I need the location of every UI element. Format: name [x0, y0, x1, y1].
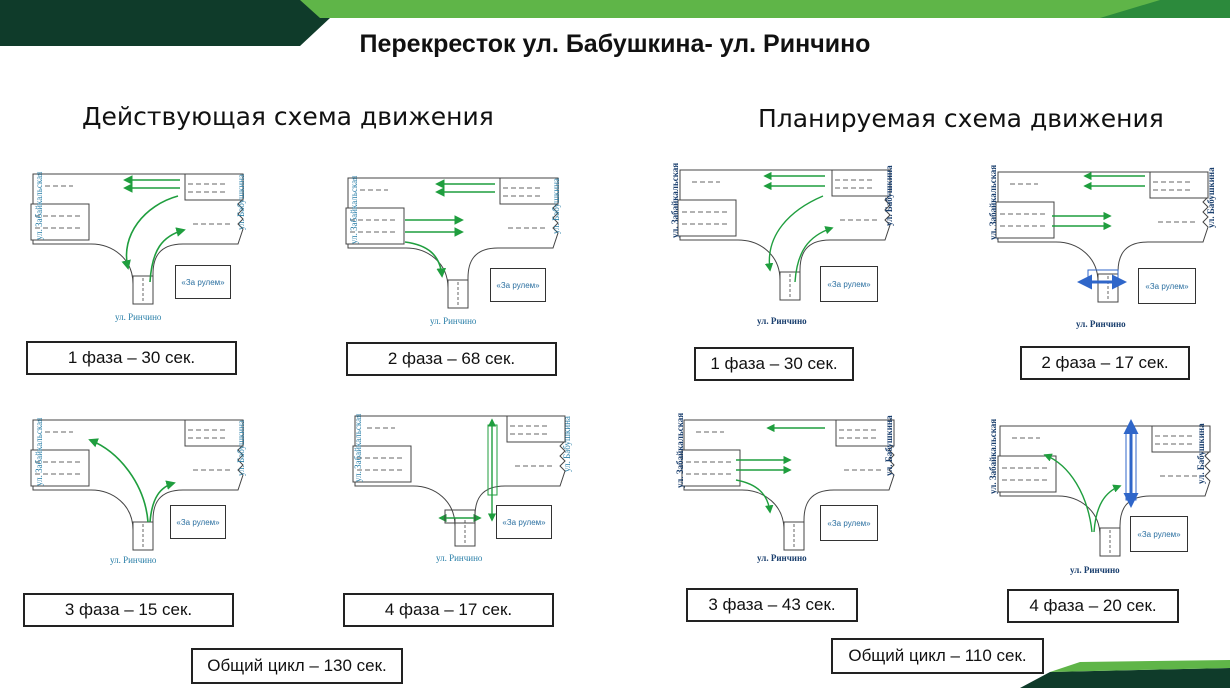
banner-bottom-dark [1020, 668, 1230, 688]
street-label-east: ул. Бабушкина [551, 178, 561, 234]
current-scheme-heading: Действующая схема движения [82, 102, 494, 131]
street-label-west: ул. Забайкальская [34, 171, 44, 240]
za-rulem-sign: «За рулем» [170, 505, 226, 539]
street-label-west: ул. Забайкальская [988, 418, 998, 494]
arrow-left-turn [764, 195, 824, 272]
street-label-south: ул. Ринчино [1070, 565, 1120, 575]
street-label-west: ул. Забайкальская [349, 175, 359, 244]
street-label-east: ул. Бабушкина [884, 415, 894, 476]
za-rulem-sign: «За рулем» [496, 505, 552, 539]
phase-box-current-3: 3 фаза – 15 сек. [23, 593, 234, 627]
banner-top-green [300, 0, 1230, 18]
arrow-right-turn [149, 480, 176, 523]
phase-box-planned-2: 2 фаза – 17 сек. [1020, 346, 1190, 380]
street-label-south: ул. Ринчино [757, 316, 807, 326]
banner-bottom-green [1050, 660, 1230, 672]
za-rulem-sign: «За рулем» [820, 505, 878, 541]
street-label-west: ул. Забайкальская [988, 164, 998, 240]
street-label-west: ул. Забайкальская [34, 417, 44, 486]
phase-box-current-2: 2 фаза – 68 сек. [346, 342, 557, 376]
phase-box-planned-3: 3 фаза – 43 сек. [686, 588, 858, 622]
street-label-south: ул. Ринчино [1076, 319, 1126, 329]
planned-phase-4-diagram [997, 419, 1211, 557]
street-label-east: ул. Бабушкина [1196, 423, 1206, 484]
za-rulem-sign: «За рулем» [175, 265, 231, 299]
planned-phase-2-diagram [995, 171, 1209, 303]
za-rulem-sign: «За рулем» [1130, 516, 1188, 552]
current-phase-1-diagram [30, 173, 244, 305]
street-label-south: ул. Ринчино [757, 553, 807, 563]
street-label-south: ул. Ринчино [430, 316, 477, 326]
street-label-west: ул. Забайкальская [675, 412, 685, 488]
arrow-left-turn [88, 438, 149, 523]
street-label-south: ул. Ринчино [436, 553, 483, 563]
phase-box-planned-1: 1 фаза – 30 сек. [694, 347, 854, 381]
arrow-left-turn [1043, 453, 1093, 533]
za-rulem-sign: «За рулем» [1138, 268, 1196, 304]
phase-box-planned-4: 4 фаза – 20 сек. [1007, 589, 1179, 623]
crosswalk [487, 424, 498, 496]
banner-top-mid [1100, 0, 1230, 18]
za-rulem-sign: «За рулем» [820, 266, 878, 302]
street-label-east: ул. Бабушкина [1206, 167, 1216, 228]
current-phase-4-diagram [352, 415, 566, 547]
planned-phase-1-diagram [677, 169, 891, 301]
page-title: Перекресток ул. Бабушкина- ул. Ринчино [359, 30, 871, 58]
phase-box-current-4: 4 фаза – 17 сек. [343, 593, 554, 627]
street-label-east: ул. Бабушкина [236, 420, 246, 476]
street-label-south: ул. Ринчино [115, 312, 162, 322]
street-label-east: ул. Бабушкина [884, 165, 894, 226]
cycle-box-current: Общий цикл – 130 сек. [191, 648, 403, 684]
za-rulem-sign: «За рулем» [490, 268, 546, 302]
cycle-box-planned: Общий цикл – 110 сек. [831, 638, 1044, 674]
planned-phase-3-diagram [681, 419, 895, 551]
arrow-right-turn [149, 227, 186, 283]
crosswalk [444, 509, 476, 524]
street-label-east: ул. Бабушкина [236, 174, 246, 230]
street-label-west: ул. Забайкальская [670, 162, 680, 238]
phase-box-current-1: 1 фаза – 30 сек. [26, 341, 237, 375]
street-label-east: ул. Бабушкина [562, 416, 572, 472]
arrow-right-turn [735, 479, 774, 514]
arrow-left-turn [121, 195, 179, 270]
arrow-right-turn [1093, 484, 1122, 533]
current-phase-3-diagram [30, 419, 244, 551]
arrow-right-turn [794, 226, 834, 283]
arrow-right-turn [404, 241, 447, 278]
current-phase-2-diagram [345, 177, 559, 309]
street-label-south: ул. Ринчино [110, 555, 157, 565]
planned-scheme-heading: Планируемая схема движения [758, 104, 1164, 133]
street-label-west: ул. Забайкальская [353, 413, 363, 482]
